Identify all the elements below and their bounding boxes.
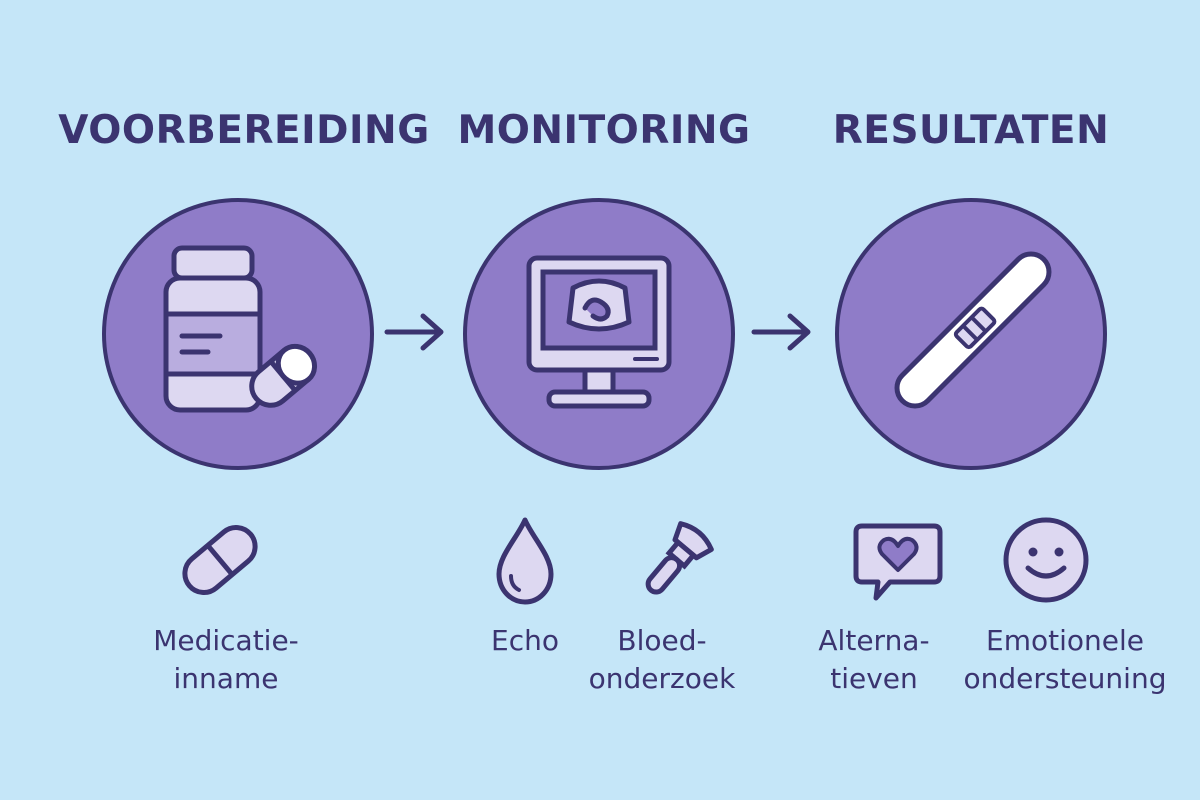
label-line: ondersteuning [963,662,1167,695]
heart-speech-bubble-icon [850,512,946,608]
stage-circle-monitoring [461,196,737,472]
label-medicatie-inname: Medicatie- inname [116,622,336,698]
stage-title-voorbereiding: VOORBEREIDING [58,108,430,153]
label-bloedonderzoek: Bloed- onderzoek [552,622,772,698]
stage-circle-resultaten [833,196,1109,472]
label-line: Emotionele [986,624,1144,657]
label-line: onderzoek [588,662,736,695]
label-line: Alterna- [818,624,930,657]
smiley-face-icon [998,512,1094,608]
arrow-right-icon [750,310,814,354]
stage-title-resultaten: RESULTATEN [832,108,1110,153]
ultrasound-monitor-icon [463,198,735,470]
medicine-bottle-and-pill-icon [102,198,374,470]
ultrasound-probe-icon [624,512,720,608]
drop-icon [477,512,573,608]
label-line: tieven [830,662,918,695]
pregnancy-test-icon [835,198,1107,470]
label-line: inname [173,662,279,695]
arrow-right-icon [383,310,447,354]
label-echo: Echo [415,622,635,660]
label-line: Echo [491,624,559,657]
label-line: Medicatie- [153,624,299,657]
capsule-icon [172,512,268,608]
label-line: Bloed- [617,624,707,657]
label-emotionele-ondersteuning: Emotionele ondersteuning [950,622,1180,698]
stage-circle-voorbereiding [100,196,376,472]
label-alternatieven: Alterna- tieven [764,622,984,698]
stage-title-monitoring: MONITORING [457,108,751,153]
